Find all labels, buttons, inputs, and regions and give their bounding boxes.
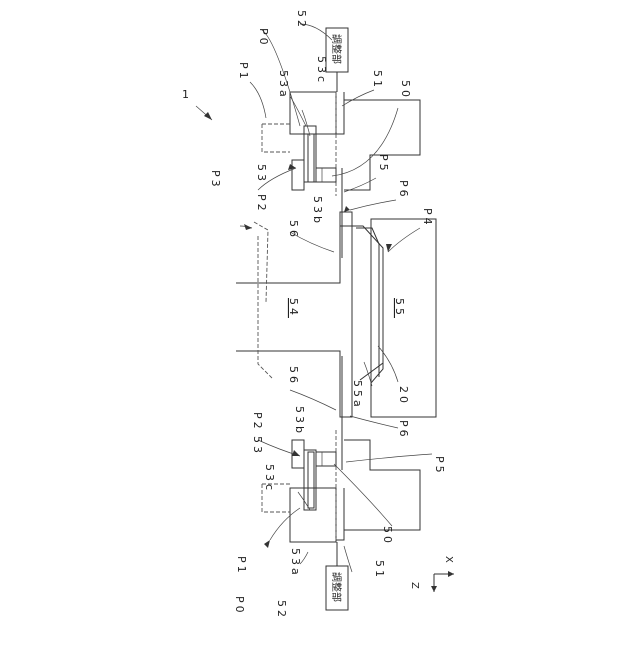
label-56-bottom: 56 [287, 366, 300, 386]
label-P5-bottom: P5 [433, 456, 446, 476]
label-51-top: 51 [371, 70, 384, 90]
adjuster-label-top: 調整部 [330, 34, 343, 64]
axis-x-label: X [443, 556, 454, 563]
label-P1-bottom: P1 [235, 556, 248, 576]
label-P6-top: P6 [397, 180, 410, 200]
label-53c-bottom: 53c [263, 464, 276, 493]
label-53a-top: 53a [277, 70, 290, 100]
outline-P3 [254, 222, 272, 378]
label-text: 1 P0 52 53c 53a P1 51 50 53 P2 53b P5 P6… [182, 10, 454, 620]
label-P3: P3 [209, 170, 222, 190]
label-52-bottom: 52 [275, 600, 288, 620]
axis-z-label: Z [409, 582, 420, 589]
label-56-top: 56 [287, 220, 300, 240]
label-50-bottom: 50 [381, 526, 394, 546]
axis-indicator [431, 571, 454, 592]
label-50-top: 50 [399, 80, 412, 100]
lower-base-block [290, 488, 336, 542]
label-51-bottom: 51 [373, 560, 386, 580]
adjuster-label-bottom: 調整部 [330, 572, 343, 602]
arrows [196, 106, 392, 548]
lower-block-53b [316, 452, 336, 466]
label-54: 54 [287, 298, 300, 318]
label-1: 1 [182, 88, 192, 101]
upper-base-block [290, 92, 336, 134]
label-53-bottom: 53 [251, 436, 264, 456]
label-53c-top: 53c [315, 56, 328, 85]
label-53a-bottom: 53a [289, 548, 302, 578]
label-P1-top: P1 [237, 62, 250, 82]
label-53b-bottom: 53b [293, 406, 306, 436]
label-P2-top: P2 [255, 194, 268, 214]
label-P0-bottom: P0 [233, 596, 246, 616]
label-52-top: 52 [295, 10, 308, 30]
label-20: 20 [397, 386, 410, 406]
label-53b-top: 53b [311, 196, 324, 226]
upper-block-53b [316, 168, 336, 182]
label-P2-bottom: P2 [251, 412, 264, 432]
label-55a: 55a [351, 380, 364, 410]
label-53-top: 53 [255, 164, 268, 184]
label-P5-top: P5 [377, 154, 390, 174]
label-P6-bottom: P6 [397, 420, 410, 440]
label-P4: P4 [421, 208, 434, 228]
label-55: 55 [393, 298, 406, 318]
label-P0-top: P0 [257, 28, 270, 48]
